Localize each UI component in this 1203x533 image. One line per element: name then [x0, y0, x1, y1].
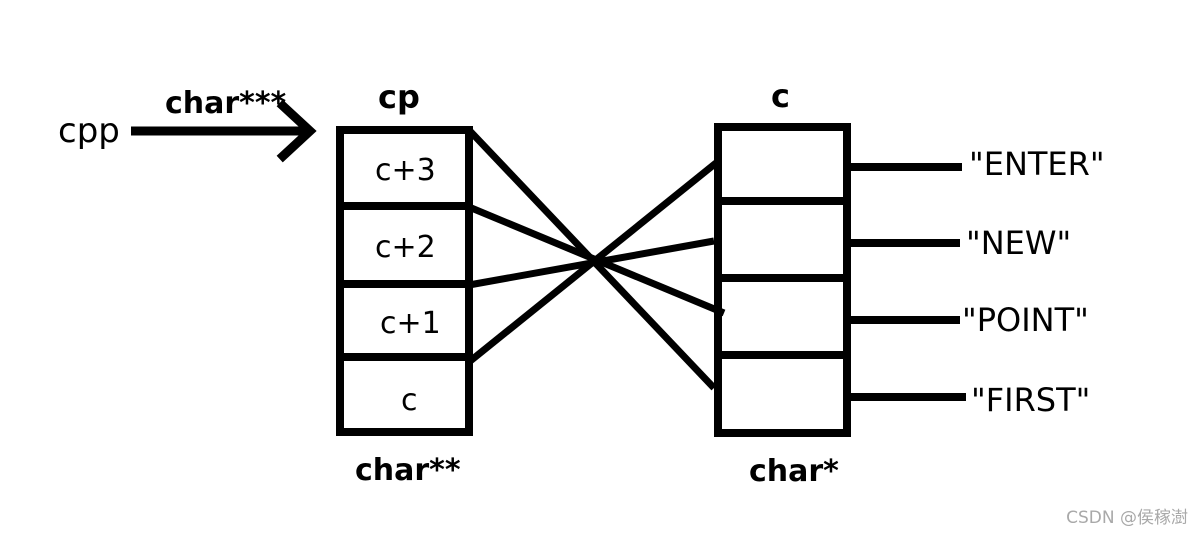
c-array-name: c: [771, 77, 790, 115]
c-array-box: [714, 123, 851, 437]
cpp-label: cpp: [58, 111, 120, 151]
watermark-text: CSDN @侯稼澍: [1066, 508, 1188, 528]
string-first: "FIRST": [971, 381, 1090, 419]
cp-cell-1: c+2: [375, 230, 436, 265]
c-array-type: char*: [749, 454, 839, 489]
string-point: "POINT": [962, 301, 1089, 339]
string-new: "NEW": [966, 224, 1071, 262]
link-cp3-to-c0: [466, 160, 719, 365]
cp-cell-3: c: [401, 383, 418, 418]
cpp-type-label: char***: [165, 86, 287, 121]
cpp-arrow: [131, 99, 317, 163]
cp-to-c-links: [466, 127, 726, 391]
cp-cell-2: c+1: [380, 306, 441, 341]
c-to-string-links: [847, 163, 966, 401]
string-enter: "ENTER": [969, 145, 1105, 183]
cp-array-name: cp: [378, 78, 420, 116]
cp-cell-0: c+3: [375, 153, 436, 188]
cp-array-box: [336, 126, 473, 436]
cp-array-type: char**: [355, 453, 461, 488]
